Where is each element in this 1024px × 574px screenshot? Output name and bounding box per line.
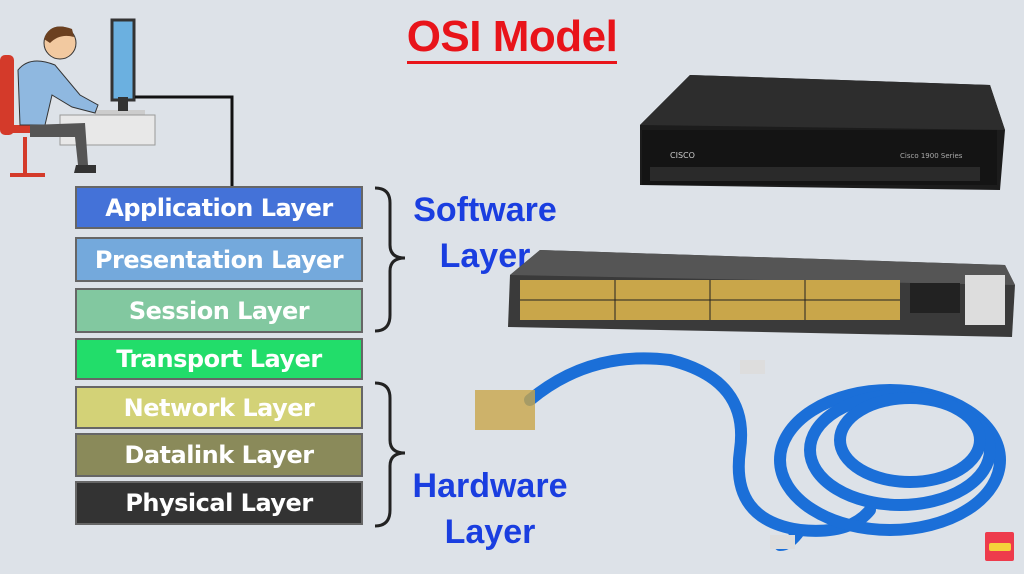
software-brace	[374, 186, 406, 333]
hardware-brace	[374, 381, 406, 528]
switch-image	[508, 250, 1015, 337]
layer-datalink: Datalink Layer	[75, 433, 363, 477]
router-brand-text: CISCO	[670, 151, 695, 160]
router-model-text: Cisco 1900 Series	[900, 152, 963, 160]
router-image: CISCO Cisco 1900 Series	[640, 75, 1005, 190]
layer-network: Network Layer	[75, 386, 363, 429]
software-layer-label: Software Layer	[413, 191, 557, 275]
layer-presentation: Presentation Layer	[75, 237, 363, 282]
page-title: OSI Model	[0, 12, 1024, 64]
person-at-computer-illustration	[0, 18, 156, 177]
layer-physical: Physical Layer	[75, 481, 363, 525]
layer-transport: Transport Layer	[75, 338, 363, 380]
hardware-layer-label: Hardware Layer	[412, 467, 568, 551]
ethernet-cable-image	[475, 352, 1006, 551]
channel-logo	[985, 532, 1014, 561]
connection-line	[135, 95, 234, 188]
layer-session: Session Layer	[75, 288, 363, 333]
layer-application: Application Layer	[75, 186, 363, 229]
